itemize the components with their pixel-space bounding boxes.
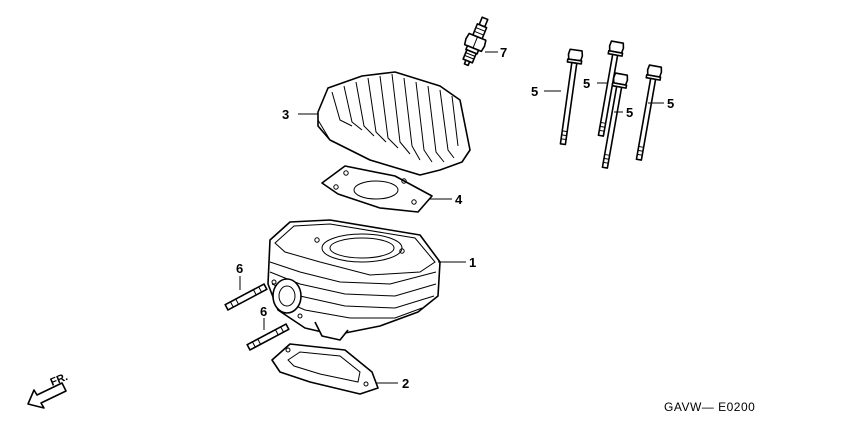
callout-bolt-a: 5: [531, 84, 538, 99]
head-gasket: [321, 165, 433, 213]
cylinder: [267, 219, 441, 341]
callout-head-gasket: 4: [455, 192, 463, 207]
spark-plug: [462, 16, 489, 67]
callout-cylinder: 1: [469, 255, 476, 270]
front-direction-arrow-icon: [27, 382, 67, 409]
callout-spark-plug: 7: [500, 45, 507, 60]
bolt-b: [597, 40, 625, 137]
callout-cylinder-head: 3: [282, 107, 289, 122]
stud-upper: [224, 283, 268, 311]
cylinder-head: [317, 71, 471, 176]
callout-stud-upper: 6: [236, 261, 243, 276]
bolt-c: [601, 72, 629, 169]
callout-base-gasket: 2: [402, 376, 409, 391]
diagram-code: GAVW— E0200: [664, 400, 755, 414]
callout-bolt-d: 5: [667, 96, 674, 111]
bolt-a: [559, 48, 584, 146]
callout-stud-lower: 6: [260, 304, 267, 319]
base-gasket: [271, 343, 379, 395]
bolt-d: [635, 64, 663, 161]
direction-label: FR.: [49, 371, 70, 389]
stud-lower: [246, 323, 290, 351]
callout-bolt-b: 5: [583, 76, 590, 91]
callout-bolt-c: 5: [626, 105, 633, 120]
